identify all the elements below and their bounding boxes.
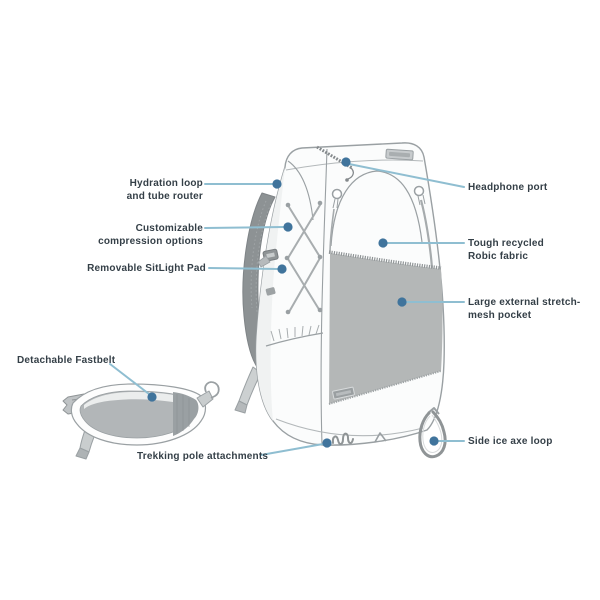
belt-strap-tip [75,447,90,460]
ice-axe-loop-highlight [422,414,443,453]
shoulder-strap-webbing-tip [234,400,248,414]
bottom-seam [275,418,424,437]
side-pocket-rim [265,332,324,347]
mesh-top-binding [328,250,442,270]
mesh-pocket [329,253,443,404]
mesh-bottom-binding [328,370,442,405]
cord-ring-right [413,185,425,197]
dot-iceaxe [429,436,439,446]
dot-fastbelt [147,392,157,402]
leader-line-sitlight [208,267,279,270]
shoulder-strap-texture [250,200,272,313]
callout-headphone-port: Headphone port [468,182,548,193]
dot-mesh [397,297,407,307]
belt-mesh-end [173,392,199,436]
dot-headphone [341,157,351,167]
cord-ring-stems [332,194,426,209]
cord-ring-left [331,188,343,200]
side-pocket-fringe [270,324,320,342]
backpack-illustration [234,142,447,459]
dot-trekking [322,438,332,448]
callout-ice-axe-loop: Side ice axe loop [468,436,553,447]
dot-hydration [272,179,282,189]
front-arch-seam [330,170,423,247]
leader-line-trekking [260,443,324,456]
callout-mesh-pocket: Large external stretch- mesh pocket [468,297,581,321]
left-cord [329,208,335,255]
belt-mesh-hatch [176,394,190,434]
compression-cords [287,204,321,313]
zipper-pull-cord [347,166,354,180]
ice-axe-loop-strap [427,407,440,415]
top-zipper [316,145,353,170]
belt-hook [204,381,220,399]
dot-robic [378,238,388,248]
brand-patch [385,148,414,161]
dot-sitlight [277,264,287,274]
front-side-seam [320,148,328,446]
callout-sitlight-pad: Removable SitLight Pad [87,263,206,274]
leader-line-fastbelt [109,363,150,395]
leader-lines [109,163,465,456]
callout-robic-fabric: Tough recycled Robic fabric [468,238,544,262]
dot-compression [283,222,293,232]
compression-anchors [284,200,323,315]
mesh-brand-tag [332,386,355,400]
triangle-loop [374,432,387,443]
callout-compression-options: Customizable compression options [98,223,203,247]
belt-pad-highlight [84,392,193,409]
zipper-pull-knob [345,178,349,182]
leader-line-compression [204,226,285,229]
ice-axe-loop [418,410,447,459]
sitlight-anchor [265,287,276,296]
belt-right-webbing [196,390,214,408]
side-top-arch-seam [287,160,314,221]
leader-line-headphone [348,163,465,188]
fastbelt-illustration [62,381,220,460]
callout-trekking-poles: Trekking pole attachments [137,451,269,462]
sitlight-strap [257,255,271,268]
callout-dots [147,157,439,448]
lid-seam [285,159,424,171]
callout-fastbelt: Detachable Fastbelt [17,355,116,366]
callout-hydration-loop: Hydration loop and tube router [126,178,203,202]
pole-hook-squiggles [331,432,354,445]
